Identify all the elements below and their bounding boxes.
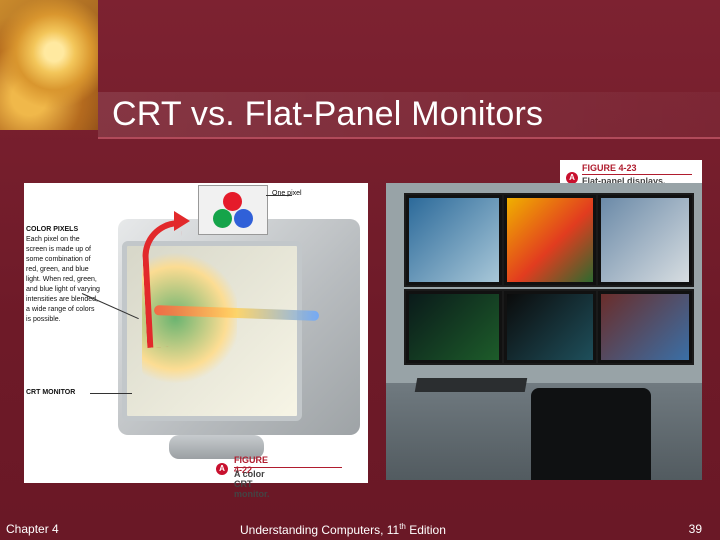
chapter-label: Chapter 4	[6, 522, 59, 536]
color-pixels-text: Each pixel on the screen is made up of s…	[26, 236, 100, 323]
pixel-callout-line	[266, 195, 292, 196]
figure-rule	[234, 467, 342, 468]
crt-callout-line	[90, 393, 132, 394]
crt-monitor-label: CRT MONITOR	[26, 389, 76, 396]
figure-caption: Flat-panel displays.	[582, 176, 666, 186]
color-pixels-callout: COLOR PIXELS Each pixel on the screen is…	[26, 225, 100, 325]
phosphor-glow	[142, 248, 237, 388]
flat-panel-photo	[386, 183, 702, 480]
pixel-label: One pixel	[272, 190, 302, 197]
crt-monitor-stand	[169, 435, 264, 459]
figure-rule	[582, 174, 692, 175]
figure-badge-icon: A	[566, 172, 578, 184]
title-divider	[98, 137, 720, 139]
book-title: Understanding Computers, 11th Edition	[240, 522, 446, 537]
figure-4-23-caption: A FIGURE 4-23 Flat-panel displays.	[560, 160, 702, 186]
blue-subpixel	[234, 209, 253, 228]
flat-panel-screen	[502, 193, 598, 287]
flat-panel-screen	[502, 289, 598, 365]
office-chair	[531, 388, 651, 480]
flat-panel-screen	[404, 193, 504, 287]
flat-panel-screen	[596, 289, 694, 365]
color-pixels-heading: COLOR PIXELS	[26, 226, 79, 233]
figure-number: FIGURE 4-23	[582, 163, 637, 173]
book-title-main: Understanding Computers, 11	[240, 523, 400, 537]
zoom-arrow	[140, 220, 188, 348]
figure-badge-icon: A	[216, 463, 228, 475]
zoom-arrow-head	[174, 211, 190, 231]
figure-caption: A color CRT monitor.	[234, 469, 270, 499]
pixel-zoom-box	[198, 185, 268, 235]
keyboard	[414, 378, 528, 392]
footer: Chapter 4 Understanding Computers, 11th …	[0, 516, 720, 540]
crt-monitor-figure: One pixel COLOR PIXELS Each pixel on the…	[24, 183, 368, 499]
rose-image	[0, 0, 98, 130]
slide-title: CRT vs. Flat-Panel Monitors	[112, 95, 544, 133]
edition-tail: Edition	[405, 523, 446, 537]
page-number: 39	[688, 522, 702, 536]
flat-panel-screen	[404, 289, 504, 365]
flat-panel-screen	[596, 193, 694, 287]
edition-suffix: th	[399, 522, 406, 531]
red-subpixel	[223, 192, 242, 211]
figure-number: FIGURE 4-22	[234, 455, 269, 475]
green-subpixel	[213, 209, 232, 228]
title-band	[98, 92, 720, 138]
